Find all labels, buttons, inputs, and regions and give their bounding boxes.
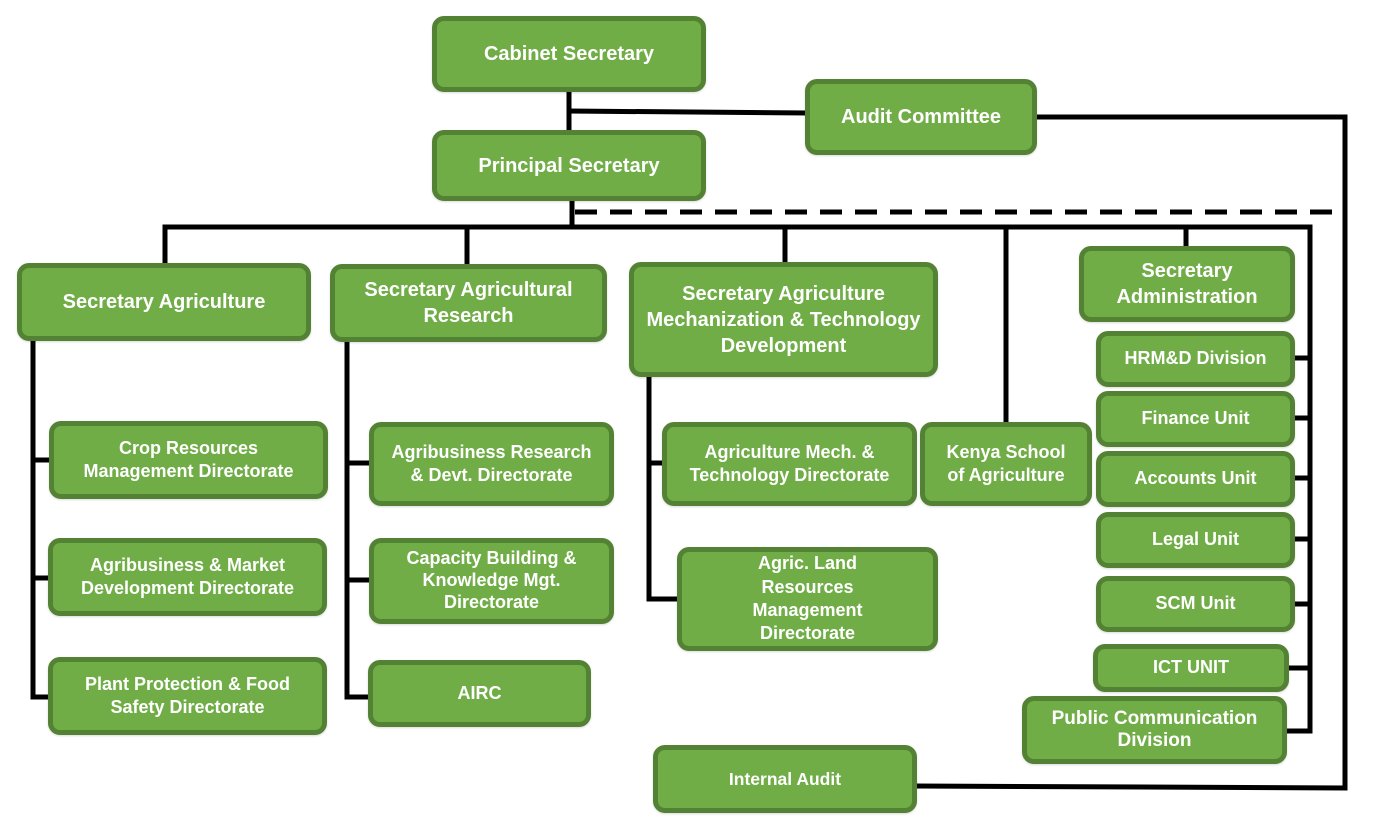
node-scm-unit[interactable]: SCM Unit [1096, 576, 1295, 632]
node-public-communication-division[interactable]: Public Communication Division [1022, 696, 1287, 764]
node-secretary-agriculture[interactable]: Secretary Agriculture [17, 263, 311, 341]
connector-sec-agri-spine [30, 337, 55, 700]
node-agribusiness-market[interactable]: Agribusiness & Market Development Direct… [48, 538, 327, 616]
node-agriculture-mech-technology[interactable]: Agriculture Mech. & Technology Directora… [662, 422, 917, 506]
node-capacity-building[interactable]: Capacity Building & Knowledge Mgt. Direc… [369, 538, 614, 624]
node-ict-unit[interactable]: ICT UNIT [1093, 644, 1289, 692]
node-kenya-school-of-agriculture[interactable]: Kenya School of Agriculture [920, 422, 1092, 506]
node-agric-land-resources[interactable]: Agric. Land Resources Management Directo… [677, 547, 938, 651]
node-cabinet-secretary[interactable]: Cabinet Secretary [432, 16, 706, 92]
connector-audit-committee-internal-audit [915, 114, 1348, 791]
node-legal-unit[interactable]: Legal Unit [1096, 512, 1295, 568]
node-secretary-administration[interactable]: Secretary Administration [1079, 246, 1295, 322]
node-accounts-unit[interactable]: Accounts Unit [1096, 451, 1295, 507]
node-secretary-agricultural-research[interactable]: Secretary Agricultural Research [330, 264, 607, 342]
node-airc[interactable]: AIRC [368, 660, 591, 727]
node-finance-unit[interactable]: Finance Unit [1096, 391, 1295, 447]
node-secretary-mechanization[interactable]: Secretary Agriculture Mechanization & Te… [629, 262, 938, 377]
node-audit-committee[interactable]: Audit Committee [805, 79, 1037, 155]
node-internal-audit[interactable]: Internal Audit [653, 745, 917, 813]
node-crop-resources[interactable]: Crop Resources Management Directorate [49, 421, 328, 499]
connector-cs-audit-committee [566, 108, 809, 116]
connector-sec-research-spine [344, 337, 373, 700]
connector-sec-mech-spine [646, 372, 681, 602]
node-plant-protection[interactable]: Plant Protection & Food Safety Directora… [48, 657, 327, 735]
node-principal-secretary[interactable]: Principal Secretary [432, 130, 706, 201]
node-hrmd-division[interactable]: HRM&D Division [1096, 331, 1295, 387]
node-agribusiness-research[interactable]: Agribusiness Research & Devt. Directorat… [369, 422, 614, 506]
